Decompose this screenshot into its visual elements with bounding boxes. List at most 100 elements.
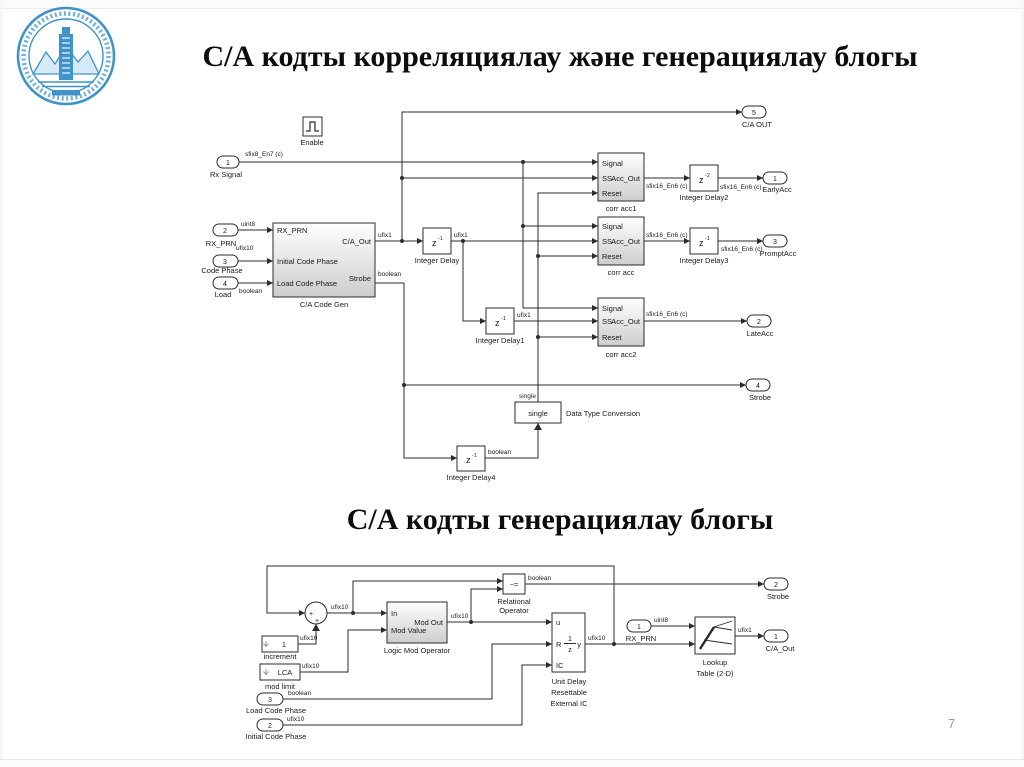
integer-delay4-label: Integer Delay4 [447,473,496,482]
integer-delay2-block [689,164,719,192]
outport-strobe-number: 4 [756,383,760,390]
unit-delay-y: y [577,640,581,649]
relational-operator-symbol: ~= [510,582,518,589]
increment-type: ufix10 [300,635,318,642]
integer-delay-type: ufix1 [454,232,468,239]
unit-delay-label-1: Unit Delay [552,677,587,686]
unit-delay-out-type: ufix10 [588,635,606,642]
outport-strobe-lower-number: 2 [774,582,778,589]
upper-diagram: Enable 1 Rx Signal sfix8_En7 (c) 2 RX_PR… [201,105,797,482]
sum-plus-left: + [309,611,313,618]
inport-code-phase [212,254,239,268]
corr-acc-block [597,216,645,266]
relational-operator-block [502,573,526,595]
mod-limit-label: mod limit [265,682,296,691]
lookup-curve-icon-lines [703,620,733,645]
integer-delay3-exp: -1 [705,236,710,242]
logo-outer-ring [16,6,116,106]
ca-code-gen-out2: Strobe [349,274,371,283]
inport-load-code-phase-label: Load Code Phase [246,706,306,715]
relational-operator-label-1: Relational [497,597,531,606]
corr-acc1-out-type: sfix16_En6 (c) [646,183,688,190]
upper-junction-dots [400,160,540,387]
lower-diagram: + + ufix10 1 increment ufix10 LCA mod li… [246,565,796,741]
upper-wires [238,111,763,459]
link-badge-icon [263,641,269,648]
corr-acc-signal: Signal [602,222,623,231]
inport-load-number: 4 [223,281,227,288]
unit-delay-label-3: External IC [550,699,588,708]
data-type-conversion-text: single [528,409,548,418]
slide-bottom-edge [0,759,1024,767]
integer-delay3-label: Integer Delay3 [680,256,729,265]
lookup-table-block [694,616,736,655]
outport-promptacc-label: PromptAcc [760,249,797,258]
inport-initial-code-phase-label: Initial Code Phase [246,732,307,741]
outport-ca-out-number: 5 [752,110,756,117]
corr-acc2-reset: Reset [602,333,623,342]
inport-rx-signal [216,155,240,169]
outport-strobe-lower [763,577,789,591]
load-code-phase-type: boolean [288,690,312,697]
outport-strobe-lower-label: Strobe [767,592,789,601]
ca-code-gen-in2: Initial Code Phase [277,257,338,266]
pulse-icon [306,121,319,132]
lookup-table-label-2: Table (2-D) [696,669,734,678]
integer-delay-block [422,227,452,255]
ca-code-gen-block [272,222,376,298]
initial-code-phase-type: ufix10 [287,716,305,723]
corr-acc2-label: corr acc2 [606,350,637,359]
corr-acc-out: Acc_Out [611,237,641,246]
outport-ca-out-label: C/A OUT [742,120,772,129]
rx-signal-type: sfix8_En7 (c) [245,151,283,158]
integer-delay2-z: z [699,175,704,185]
integer-delay2-out-type: sfix16_En6 (c) [720,184,762,191]
corr-acc1-ss: SS [602,174,612,183]
corr-acc2-block [597,297,645,347]
university-logo [16,6,116,106]
inport-rx-prn-lower [626,619,652,633]
outport-ca-out-lower-label: C/A_Out [766,644,796,653]
link-badge-icon-2 [263,669,269,676]
integer-delay1-block [485,307,515,335]
increment-label: increment [264,652,298,661]
rx-prn-type: uint8 [241,221,255,228]
logic-mod-operator-block [386,601,448,644]
corr-acc1-signal: Signal [602,159,623,168]
ca-code-gen-label: C/A Code Gen [300,300,348,309]
page-number: 7 [948,716,956,731]
integer-delay-z: z [432,238,437,248]
outport-ca-out-lower-number: 1 [774,634,778,641]
outport-lateacc-label: LateAcc [746,329,773,338]
lower-arrowheads [299,578,764,668]
strobe-out-type: boolean [378,271,402,278]
logo-ground-lines [38,81,94,88]
integer-delay3-z: z [699,238,704,248]
outport-lateacc [746,314,772,328]
slide-left-edge [0,0,3,767]
logo-tower-windows [62,37,70,74]
code-phase-type: ufix10 [236,245,254,252]
unit-delay-label-2: Resettable [551,688,587,697]
corr-acc1-reset: Reset [602,189,623,198]
inport-rx-prn-lower-number: 1 [637,624,641,631]
logic-mod-in: In [391,609,397,618]
inport-rx-signal-label: Rx Signal [210,170,242,179]
dtc-out-type: single [519,393,536,400]
integer-delay1-type: ufix1 [517,312,531,319]
unit-delay-num: 1 [568,636,572,643]
integer-delay2-exp: -2 [705,173,710,179]
mod-limit-value: LCA [278,668,293,677]
slide-top-edge [0,0,1024,9]
sum-block [304,601,328,625]
corr-acc-label: corr acc [608,268,635,277]
outport-earlyacc-label: EarlyAcc [762,185,792,194]
outport-lateacc-number: 2 [757,319,761,326]
lower-wires [266,565,764,726]
corr-acc-out-type: sfix16_En6 (c) [646,232,688,239]
inport-load-code-phase [256,692,284,706]
increment-block [261,635,299,653]
outport-strobe-label: Strobe [749,393,771,402]
lookup-out-type: ufix1 [738,627,752,634]
